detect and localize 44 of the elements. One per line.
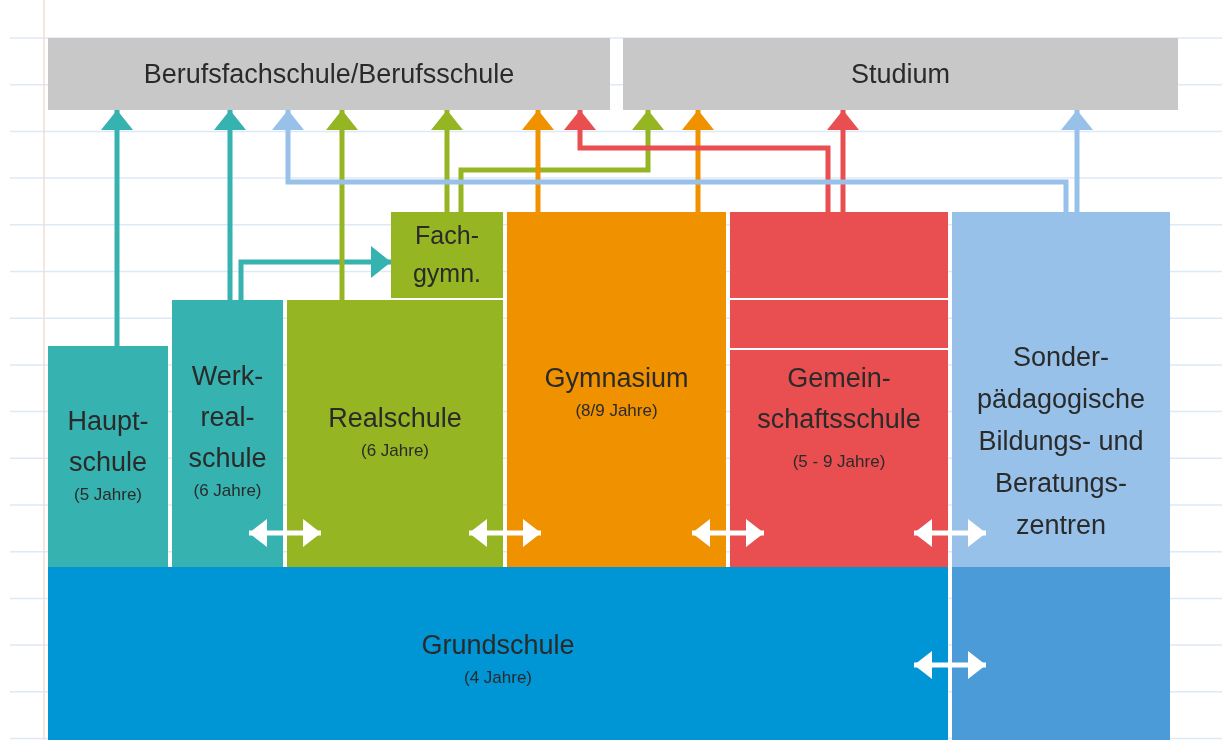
- arrow: [272, 110, 1069, 212]
- double-arrow: [692, 519, 764, 547]
- school-name: Realschule: [327, 402, 463, 435]
- arrow: [326, 110, 358, 300]
- arrow: [431, 110, 463, 212]
- arrow: [522, 110, 554, 212]
- school-box: [507, 212, 726, 567]
- school-box: [952, 212, 1170, 567]
- arrow: [238, 246, 391, 300]
- duration-text: (5 - 9 Jahre): [792, 451, 886, 473]
- arrow: [101, 110, 133, 346]
- school-box: [287, 300, 503, 567]
- school-name: Gemein- schaftsschule: [756, 362, 922, 436]
- arrow: [458, 110, 664, 212]
- school-box: [730, 212, 948, 567]
- double-arrow: [914, 519, 986, 547]
- empty-box: [952, 567, 1170, 740]
- school-name: Grundschule: [420, 629, 576, 662]
- double-arrow: [469, 519, 541, 547]
- duration-text: (5 Jahre): [74, 484, 142, 506]
- school-box: [48, 567, 948, 740]
- arrow: [827, 110, 859, 212]
- school-name: Studium: [849, 57, 952, 91]
- school-name: Haupt- schule: [66, 405, 150, 479]
- duration-text: (4 Jahre): [464, 667, 532, 689]
- arrow: [1061, 110, 1093, 212]
- double-arrow: [914, 651, 986, 679]
- school-name: Fach- gymn.: [411, 220, 483, 289]
- arrow: [214, 110, 246, 300]
- school-name: Gymnasium: [543, 362, 690, 395]
- school-box: [48, 38, 610, 110]
- school-box: [48, 346, 168, 567]
- arrow: [682, 110, 714, 212]
- school-box: [623, 38, 1178, 110]
- school-name: Sonder- pädagogische Bildungs- und Beratungs- zentren: [975, 341, 1147, 542]
- school-name: Berufsfachschule/Berufsschule: [142, 57, 516, 91]
- duration-text: (6 Jahre): [193, 480, 262, 502]
- school-box: [172, 300, 283, 567]
- duration-text: (6 Jahre): [361, 440, 429, 462]
- arrow: [564, 110, 831, 212]
- school-box: [391, 212, 503, 298]
- school-name: Werk- real- schule: [187, 360, 268, 475]
- double-arrow: [249, 519, 321, 547]
- duration-text: (8/9 Jahre): [575, 400, 658, 422]
